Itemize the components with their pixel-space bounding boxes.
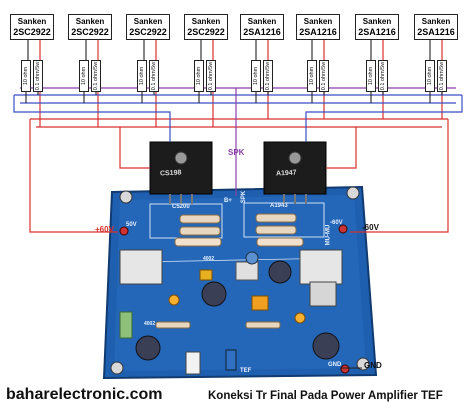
- base-resistor: 10 ohm: [194, 60, 204, 92]
- board-a1943-label: A1943: [270, 203, 288, 209]
- emitter-resistor: 0.1 ohm/5w: [206, 60, 216, 92]
- board-4002-top: 4002: [203, 256, 215, 262]
- board-neg60v-label: -60V: [330, 220, 343, 226]
- base-resistor: 10 ohm: [425, 60, 435, 92]
- emitter-resistor: 0.1 ohm/5w: [91, 60, 101, 92]
- transistor-brand: Sanken: [362, 17, 392, 26]
- board-mmu-label: MU-MU: [325, 224, 332, 246]
- transistor-brand: Sanken: [191, 17, 221, 26]
- black-link-wires: [25, 40, 443, 369]
- board-tef-silk: TEF: [240, 368, 252, 374]
- driver-right-silk: A1947: [275, 169, 297, 178]
- positive-voltage-label: +60V: [95, 225, 114, 234]
- transistor-brand: Sanken: [133, 17, 163, 26]
- base-resistor: 10 ohm: [307, 60, 317, 92]
- transistor-brand: Sanken: [17, 17, 47, 26]
- transistor-part: 2SA1216: [358, 27, 396, 37]
- emitter-resistor: 0.1 ohm/5w: [263, 60, 273, 92]
- transistor-brand: Sanken: [75, 17, 105, 26]
- base-resistor: 10 ohm: [21, 60, 31, 92]
- transistor-brand: Sanken: [247, 17, 277, 26]
- board-bplus-label: B+: [224, 198, 232, 204]
- board-gnd-silk: GND: [328, 362, 342, 368]
- blue-bus-wires: [13, 94, 463, 142]
- transistor-part: 2SC2922: [71, 27, 109, 37]
- emitter-resistor: 0.1 ohm/5w: [149, 60, 159, 92]
- transistor-part: 2SC2922: [13, 27, 51, 37]
- spk-label: SPK: [228, 148, 245, 157]
- transistor-brand: Sanken: [421, 17, 451, 26]
- base-resistor: 10 ohm: [79, 60, 89, 92]
- driver-transistor-a1943: [263, 141, 327, 204]
- transistor-part: 2SC2922: [129, 27, 167, 37]
- red-rail-wires: [29, 40, 449, 233]
- base-resistor: 10 ohm: [137, 60, 147, 92]
- emitter-resistor: 0.1 ohm/5w: [33, 60, 43, 92]
- transistor-part: 2SA1216: [417, 27, 455, 37]
- driver-transistor-c5200: [149, 141, 213, 204]
- driver-left-silk: CS198: [159, 169, 182, 178]
- transistor-part: 2SA1216: [299, 27, 337, 37]
- purple-spk-wire: [20, 87, 456, 196]
- emitter-resistor: 0.1 ohm/5w: [437, 60, 447, 92]
- transistor-part: 2SA1216: [243, 27, 281, 37]
- emitter-resistor: 0.1 ohm/5w: [319, 60, 329, 92]
- board-spk-label: SPK: [241, 190, 248, 204]
- gnd-label: GND: [364, 361, 382, 370]
- emitter-resistor: 0.1 ohm/5w: [378, 60, 388, 92]
- amplifier-pcb: [102, 185, 378, 380]
- board-50v-label: 50V: [126, 222, 137, 228]
- negative-voltage-label: -60V: [362, 223, 379, 232]
- board-c5200-label: C5200: [172, 204, 190, 210]
- board-4002-bottom: 4002: [144, 321, 156, 327]
- base-resistor: 10 ohm: [251, 60, 261, 92]
- transistor-brand: Sanken: [303, 17, 333, 26]
- base-resistor: 10 ohm: [366, 60, 376, 92]
- site-name: baharelectronic.com: [6, 386, 163, 403]
- transistor-part: 2SC2922: [187, 27, 225, 37]
- page-caption: Koneksi Tr Final Pada Power Amplifier TE…: [208, 390, 443, 402]
